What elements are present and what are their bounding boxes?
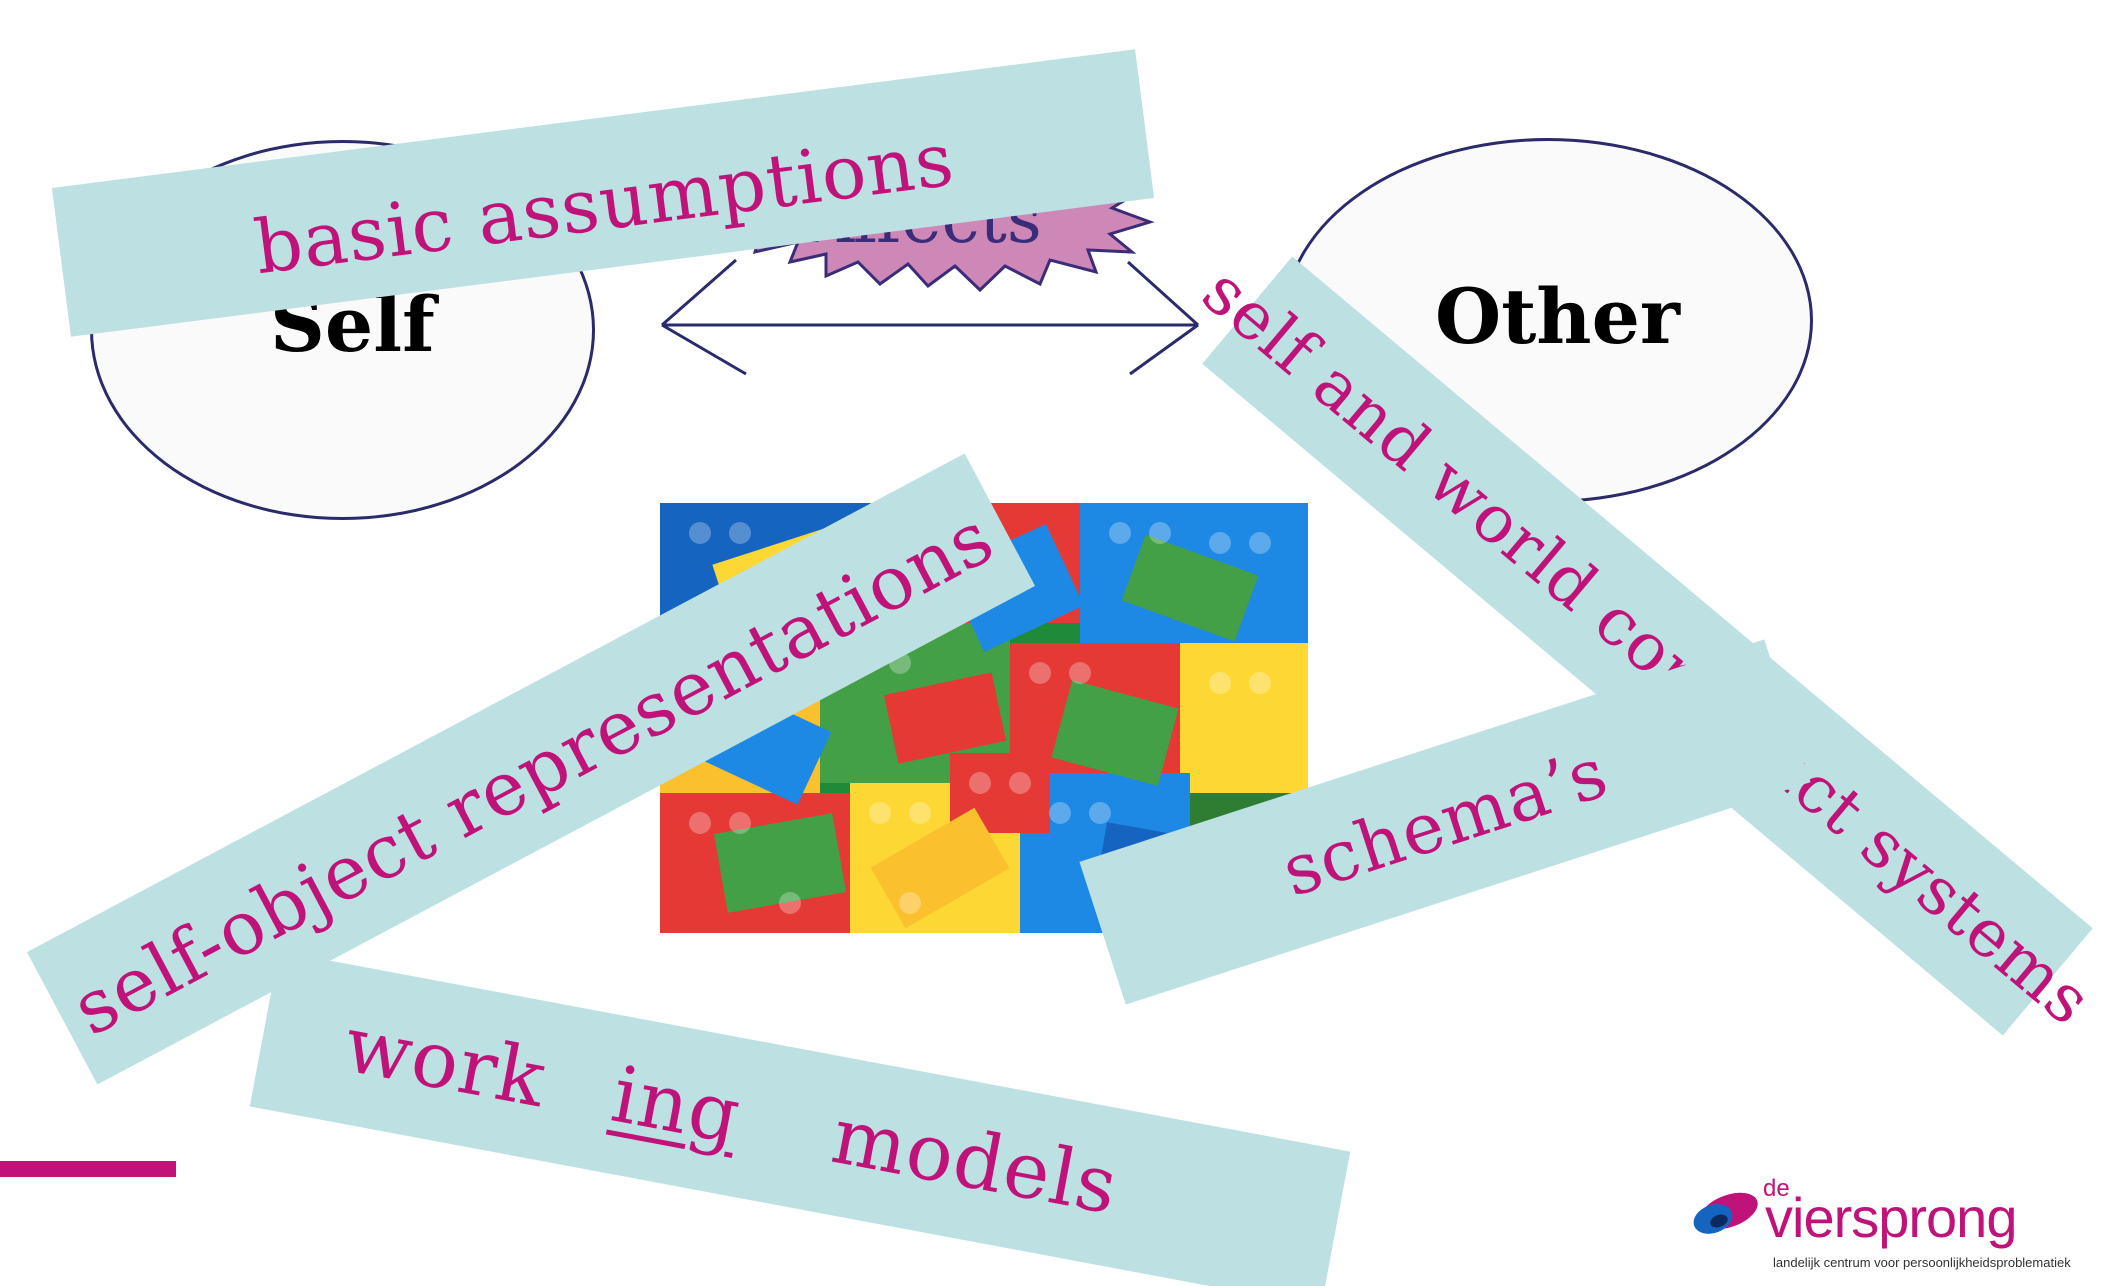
viersprong-logo: de viersprong landelijk centrum voor per…	[1685, 1175, 2085, 1275]
left-arrow-upper	[661, 258, 737, 327]
right-arrow-upper	[1126, 260, 1200, 327]
logo-tagline: landelijk centrum voor persoonlijkheidsp…	[1773, 1255, 2071, 1270]
other-label: Other	[1435, 272, 1680, 361]
working-underlined: ing	[605, 1049, 748, 1162]
logo-prefix: de	[1763, 1175, 1790, 1202]
logo-name: viersprong	[1765, 1186, 2017, 1249]
right-arrow-lower	[1129, 323, 1199, 376]
left-arrow-lower	[661, 323, 747, 376]
accent-bar	[0, 1161, 176, 1177]
working-prefix: work	[337, 999, 553, 1126]
logo-heart-icon	[1693, 1192, 1758, 1234]
